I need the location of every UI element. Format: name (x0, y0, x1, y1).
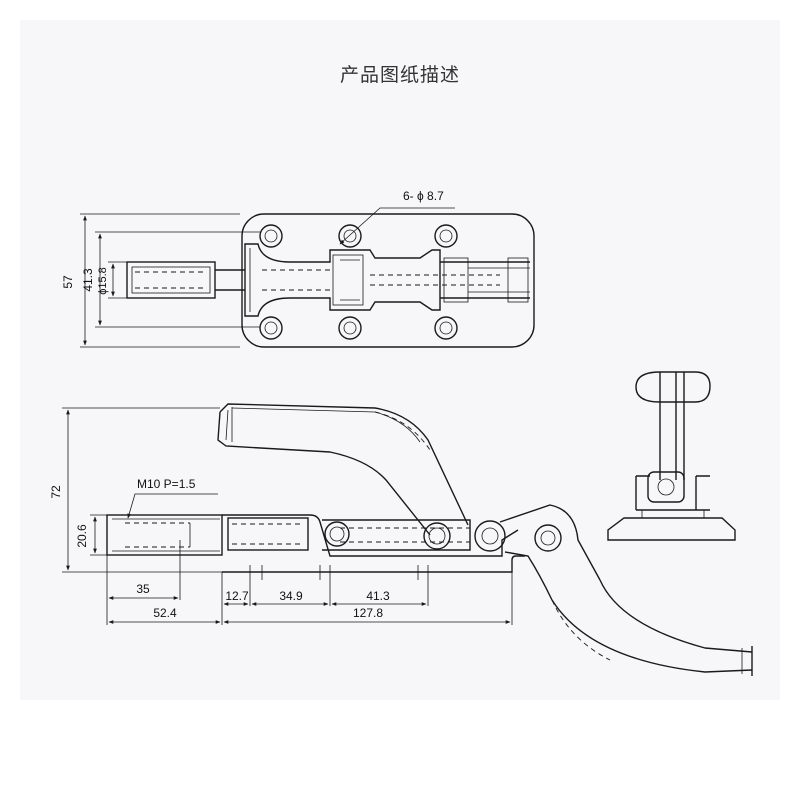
plunger-rod-side (106, 514, 223, 556)
clamp-body-side (222, 514, 519, 557)
dim-15-8-label: ϕ15.8 (97, 267, 109, 295)
handle-side (217, 403, 469, 536)
dim-35-label: 35 (136, 582, 150, 596)
end-view (607, 371, 736, 541)
side-view-dimensions (62, 407, 513, 625)
top-view: 6- ϕ 8.7 57 41.3 ϕ15.8 (61, 189, 535, 348)
lever-arm-side (499, 504, 753, 676)
side-view: 72 20.6 M10 P=1.5 35 52.4 12.7 34.9 41.3… (49, 403, 753, 676)
dim-12-7-label: 12.7 (225, 589, 249, 603)
dim-72-label: 72 (49, 485, 63, 499)
mounting-holes (259, 224, 458, 340)
base-plate-outline (241, 213, 535, 348)
page-title: 产品图纸描述 (339, 64, 460, 86)
base-line (222, 555, 525, 573)
holes-label: 6- ϕ 8.7 (403, 189, 444, 203)
dim-127-8-label: 127.8 (353, 606, 383, 620)
drawing-frame (20, 20, 780, 700)
dim-57-label: 57 (61, 275, 75, 289)
dim-41-3-label: 41.3 (81, 268, 95, 292)
dim-52-4-label: 52.4 (153, 606, 177, 620)
clamp-body-top (244, 243, 530, 317)
dim-41-3b-label: 41.3 (366, 589, 390, 603)
thread-label: M10 P=1.5 (137, 477, 196, 491)
dim-20-6-label: 20.6 (75, 524, 89, 548)
dim-34-9-label: 34.9 (279, 589, 303, 603)
plunger-rod-top (126, 261, 245, 299)
top-view-dimensions (80, 207, 455, 348)
